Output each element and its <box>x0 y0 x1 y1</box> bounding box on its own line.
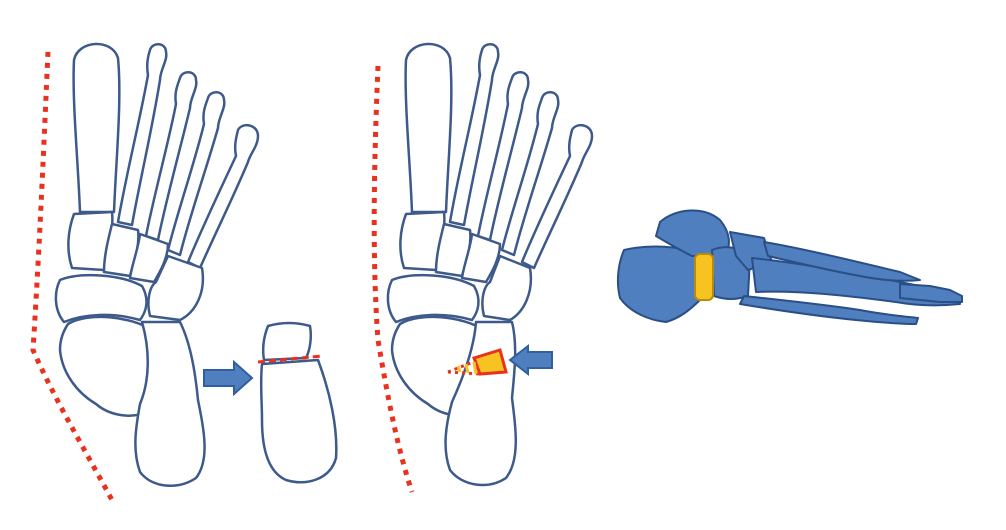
navicular <box>386 273 480 324</box>
bone-graft-wedge <box>472 348 508 376</box>
fifth-ray <box>186 123 260 270</box>
lateral-fifth-ray <box>739 295 919 325</box>
talus <box>58 315 164 417</box>
calcaneus-posterior-fragment <box>259 358 338 484</box>
graft-hatching <box>456 361 478 375</box>
lateral-cuneiform <box>460 232 502 284</box>
lateral-toes <box>899 283 963 303</box>
foot-after-graft <box>371 42 594 493</box>
third-ray <box>476 71 530 242</box>
calcaneus <box>134 320 206 487</box>
cuboid <box>147 254 205 322</box>
fourth-ray <box>166 91 226 257</box>
calcaneus-anterior-fragment <box>261 321 313 362</box>
right-arrow-icon <box>203 359 254 397</box>
graft-projection-guide <box>447 358 481 376</box>
lateral-metatarsal-row-2 <box>763 241 921 282</box>
lateral-calcaneus <box>616 245 703 323</box>
fifth-ray <box>520 123 594 270</box>
second-ray <box>448 43 500 227</box>
lateral-border-guide-corrected <box>371 65 415 493</box>
lateral-talus <box>655 209 730 257</box>
left-arrow-icon <box>508 343 553 377</box>
foot-before-osteotomy <box>30 42 260 502</box>
third-ray <box>144 71 198 242</box>
lateral-bone-graft <box>694 253 714 301</box>
fourth-ray <box>500 91 560 257</box>
foot-lateral-view <box>616 209 963 325</box>
navicular <box>54 273 148 324</box>
calcaneus-osteotomy-detail <box>257 321 338 484</box>
first-ray <box>404 42 453 214</box>
first-ray <box>72 42 121 214</box>
second-ray <box>116 43 168 227</box>
cuboid <box>481 254 533 322</box>
